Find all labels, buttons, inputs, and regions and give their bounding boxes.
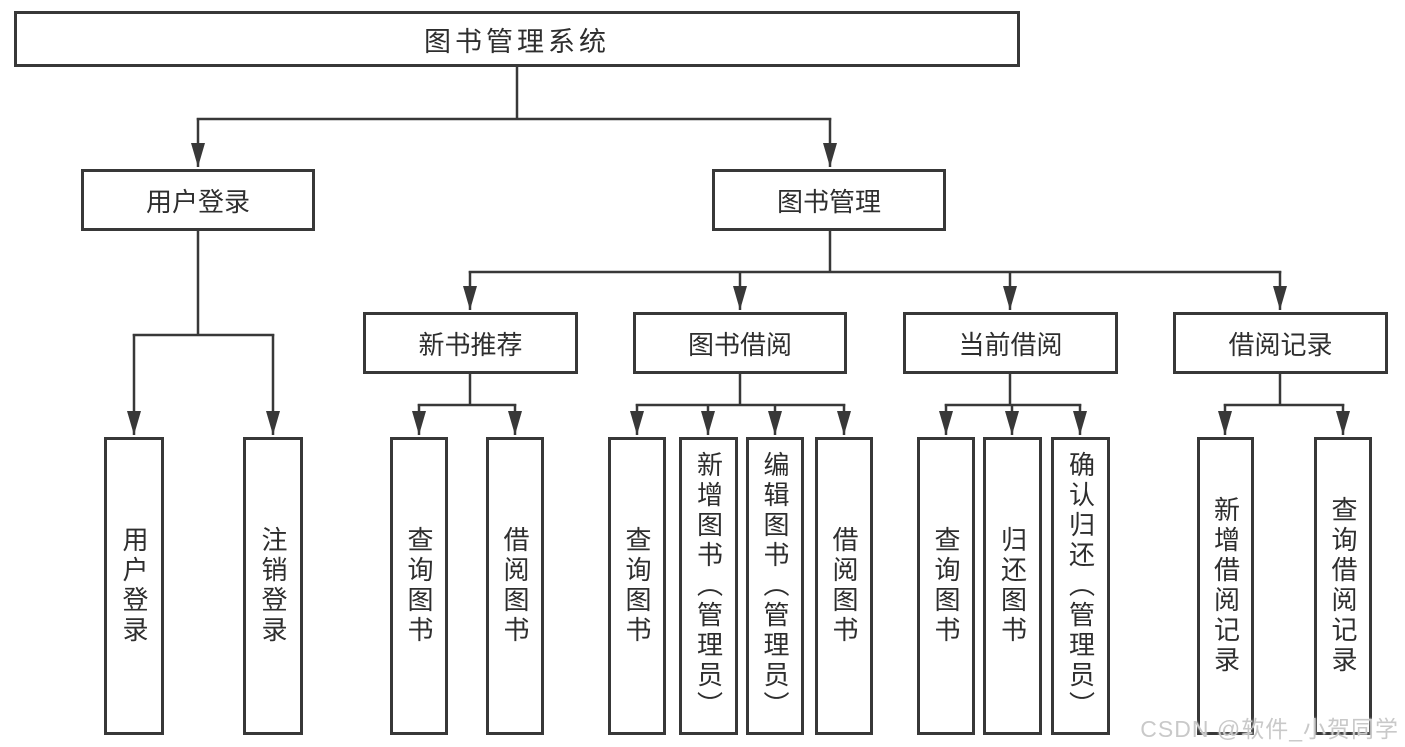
node-book-management-label: 图书管理 bbox=[776, 186, 881, 217]
leaf-recommend-borrow-books: 借阅图书 bbox=[486, 437, 544, 735]
leaf-recommend-query-books: 查询图书 bbox=[390, 437, 448, 735]
node-new-book-recommend-label: 新书推荐 bbox=[418, 329, 523, 360]
node-current-borrow-label: 当前借阅 bbox=[958, 329, 1063, 360]
leaf-current-confirm-return-admin-label: 确认归还（管理员） bbox=[1065, 451, 1096, 721]
leaf-records-add-record-label: 新增借阅记录 bbox=[1210, 496, 1241, 676]
leaf-borrow-query-books-label: 查询图书 bbox=[622, 526, 652, 646]
leaf-records-query-record-label: 查询借阅记录 bbox=[1328, 496, 1358, 676]
leaf-borrow-query-books: 查询图书 bbox=[608, 437, 666, 735]
leaf-records-add-record: 新增借阅记录 bbox=[1197, 437, 1254, 735]
leaf-logout-label: 注销登录 bbox=[258, 526, 288, 646]
leaf-user-login-label: 用户登录 bbox=[119, 526, 149, 646]
node-root-label: 图书管理系统 bbox=[424, 26, 610, 57]
node-current-borrow: 当前借阅 bbox=[903, 312, 1118, 374]
node-user-login-label: 用户登录 bbox=[145, 186, 250, 217]
node-book-borrow-label: 图书借阅 bbox=[687, 329, 792, 360]
leaf-current-confirm-return-admin: 确认归还（管理员） bbox=[1051, 437, 1110, 735]
leaf-recommend-borrow-books-label: 借阅图书 bbox=[500, 526, 530, 646]
leaf-borrow-add-books-admin: 新增图书（管理员） bbox=[679, 437, 738, 735]
leaf-borrow-edit-books-admin: 编辑图书（管理员） bbox=[746, 437, 804, 735]
leaf-borrow-add-books-admin-label: 新增图书（管理员） bbox=[693, 451, 724, 721]
node-new-book-recommend: 新书推荐 bbox=[363, 312, 578, 374]
leaf-borrow-edit-books-admin-label: 编辑图书（管理员） bbox=[760, 451, 790, 721]
leaf-user-login: 用户登录 bbox=[104, 437, 164, 735]
leaf-logout: 注销登录 bbox=[243, 437, 303, 735]
leaf-recommend-query-books-label: 查询图书 bbox=[404, 526, 434, 646]
node-borrow-records: 借阅记录 bbox=[1173, 312, 1388, 374]
leaf-borrow-borrow-books: 借阅图书 bbox=[815, 437, 873, 735]
leaf-current-return-books-label: 归还图书 bbox=[997, 526, 1028, 646]
leaf-current-query-books-label: 查询图书 bbox=[931, 526, 961, 646]
leaf-records-query-record: 查询借阅记录 bbox=[1314, 437, 1372, 735]
node-root: 图书管理系统 bbox=[14, 11, 1020, 67]
node-user-login: 用户登录 bbox=[81, 169, 315, 231]
node-book-management: 图书管理 bbox=[712, 169, 946, 231]
leaf-current-query-books: 查询图书 bbox=[917, 437, 975, 735]
node-borrow-records-label: 借阅记录 bbox=[1228, 329, 1333, 360]
leaf-current-return-books: 归还图书 bbox=[983, 437, 1042, 735]
node-book-borrow: 图书借阅 bbox=[633, 312, 847, 374]
leaf-borrow-borrow-books-label: 借阅图书 bbox=[829, 526, 859, 646]
